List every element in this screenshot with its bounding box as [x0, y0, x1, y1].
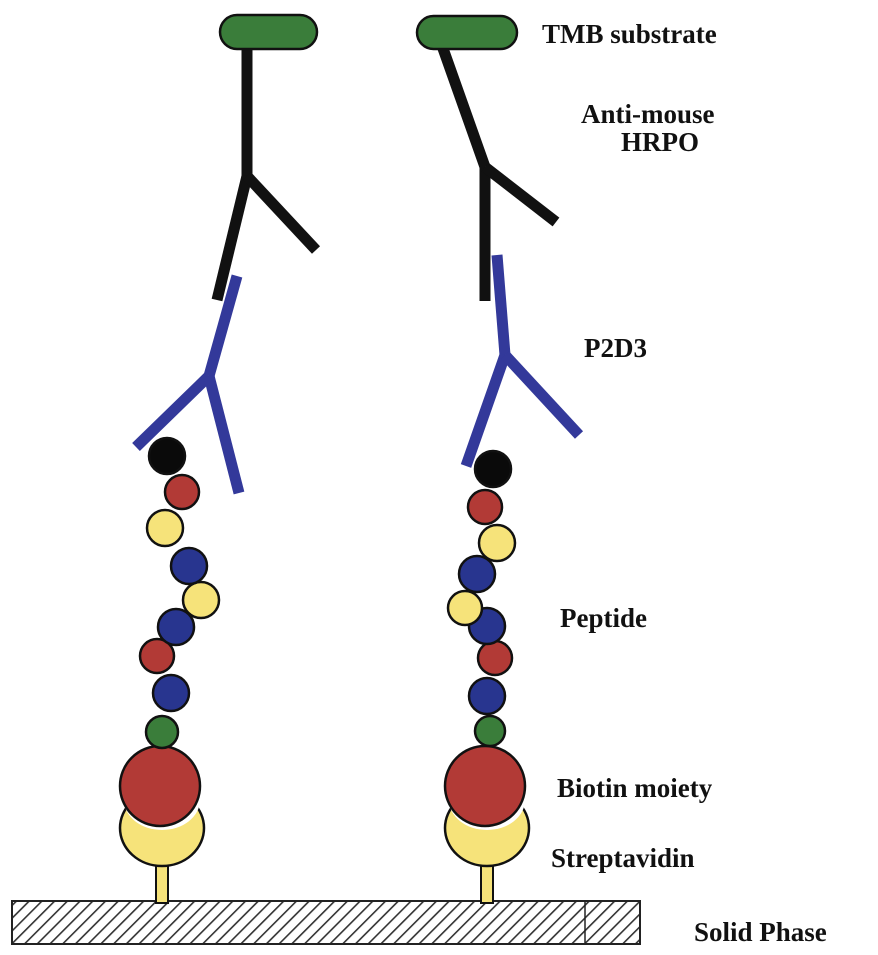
label-tmb-substrate: TMB substrate [542, 20, 717, 48]
left-peptide [140, 438, 219, 748]
solid-phase-bar [12, 901, 640, 944]
peptide-residue [149, 438, 185, 474]
peptide-residue [475, 716, 505, 746]
peptide-residue [469, 678, 505, 714]
right-assembly [417, 16, 579, 903]
peptide-residue [183, 582, 219, 618]
label-p2d3: P2D3 [584, 334, 647, 362]
peptide-residue [468, 490, 502, 524]
label-anti-mouse-line1: Anti-mouse [581, 100, 715, 128]
peptide-residue [478, 641, 512, 675]
label-anti-mouse-line2: HRPO [581, 128, 715, 156]
label-biotin-moiety: Biotin moiety [557, 774, 712, 802]
left-assembly [120, 15, 317, 903]
peptide-residue [475, 451, 511, 487]
peptide-residue [171, 548, 207, 584]
peptide-residue [153, 675, 189, 711]
peptide-residue [448, 591, 482, 625]
left-biotin-moiety [120, 746, 200, 826]
peptide-residue [459, 556, 495, 592]
peptide-residue [147, 510, 183, 546]
peptide-residue [146, 716, 178, 748]
peptide-residue [165, 475, 199, 509]
right-biotin-moiety [445, 746, 525, 826]
right-peptide [448, 451, 515, 746]
label-peptide: Peptide [560, 604, 647, 632]
label-streptavidin: Streptavidin [551, 844, 695, 872]
label-solid-phase: Solid Phase [694, 918, 827, 946]
peptide-residue [479, 525, 515, 561]
left-anti-mouse-antibody [217, 40, 316, 300]
right-tmb-substrate [417, 16, 517, 49]
left-tmb-substrate [220, 15, 317, 49]
label-anti-mouse-hrpo: Anti-mouse HRPO [581, 100, 715, 157]
